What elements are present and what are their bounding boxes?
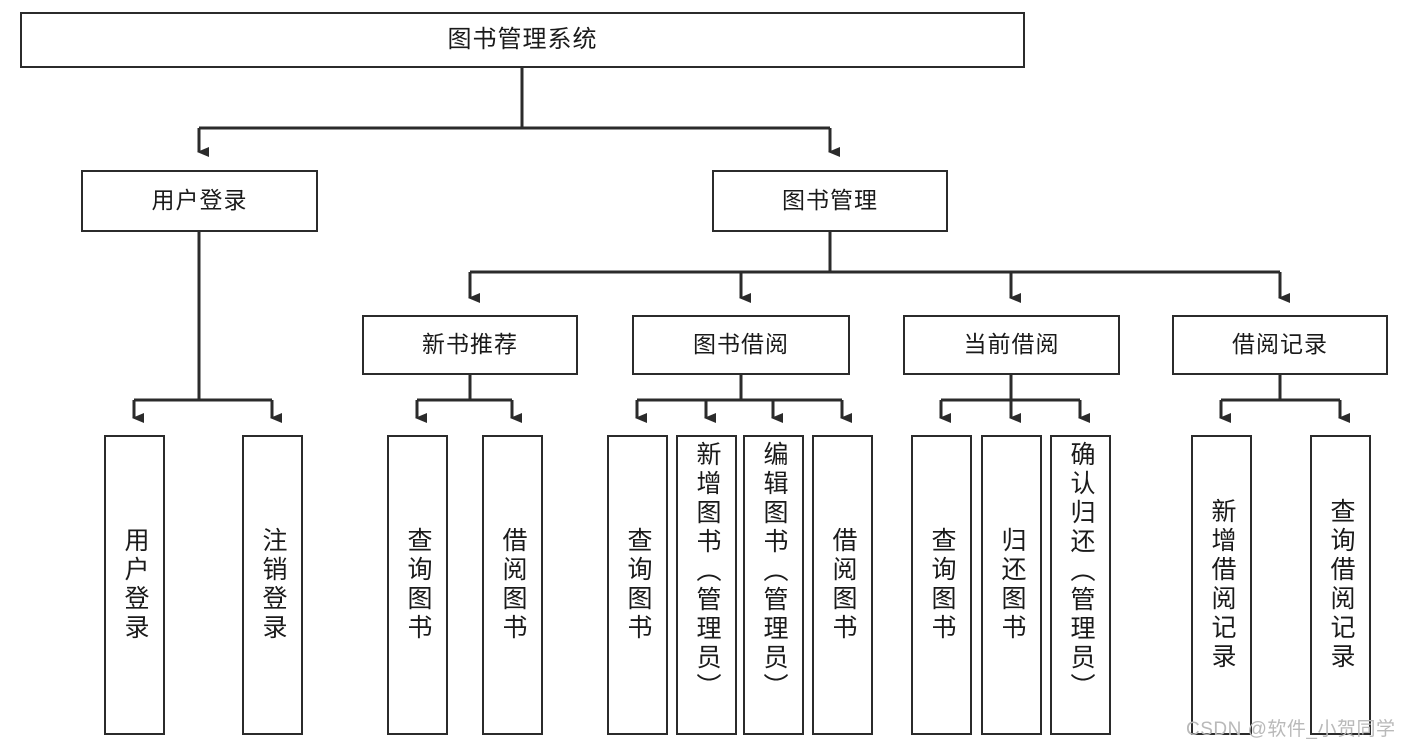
node-book-management[interactable]: 图书管理 (712, 170, 948, 232)
node-leaf-query-book-2[interactable]: 查询图书 (607, 435, 668, 735)
node-leaf-add-record[interactable]: 新增借阅记录 (1191, 435, 1252, 735)
node-label: 新增图书（管理员） (693, 441, 721, 702)
node-label: 确认归还（管理员） (1067, 441, 1095, 702)
node-borrow-record[interactable]: 借阅记录 (1172, 315, 1388, 375)
node-current-borrow[interactable]: 当前借阅 (903, 315, 1120, 375)
node-label: 借阅图书 (499, 527, 527, 643)
node-label: 图书借阅 (693, 331, 789, 358)
node-label: 查询借阅记录 (1327, 498, 1355, 672)
node-leaf-borrow-book-2[interactable]: 借阅图书 (812, 435, 873, 735)
node-leaf-user-logout[interactable]: 注销登录 (242, 435, 303, 735)
node-label: 查询图书 (404, 527, 432, 643)
node-book-borrow[interactable]: 图书借阅 (632, 315, 850, 375)
node-label: 编辑图书（管理员） (760, 441, 788, 702)
node-label: 图书管理 (782, 187, 878, 214)
node-label: 归还图书 (998, 527, 1026, 643)
node-leaf-user-login[interactable]: 用户登录 (104, 435, 165, 735)
node-label: 查询图书 (624, 527, 652, 643)
node-root-book-management-system[interactable]: 图书管理系统 (20, 12, 1025, 68)
node-label: 借阅图书 (829, 527, 857, 643)
node-leaf-query-book-1[interactable]: 查询图书 (387, 435, 448, 735)
watermark-text: CSDN @软件_小贺同学 (1186, 719, 1396, 740)
node-label: 注销登录 (259, 527, 287, 643)
node-leaf-return-book[interactable]: 归还图书 (981, 435, 1042, 735)
node-leaf-confirm-return[interactable]: 确认归还（管理员） (1050, 435, 1111, 735)
node-user-login[interactable]: 用户登录 (81, 170, 318, 232)
node-label: 查询图书 (928, 527, 956, 643)
node-leaf-query-record[interactable]: 查询借阅记录 (1310, 435, 1371, 735)
node-label: 图书管理系统 (447, 25, 598, 53)
node-label: 当前借阅 (963, 331, 1060, 358)
node-leaf-edit-book[interactable]: 编辑图书（管理员） (743, 435, 804, 735)
node-leaf-add-book[interactable]: 新增图书（管理员） (676, 435, 737, 735)
node-label: 借阅记录 (1232, 331, 1328, 358)
node-label: 用户登录 (121, 527, 149, 643)
node-label: 新书推荐 (422, 331, 518, 358)
node-label: 新增借阅记录 (1208, 498, 1236, 672)
node-leaf-borrow-book-1[interactable]: 借阅图书 (482, 435, 543, 735)
node-leaf-query-book-3[interactable]: 查询图书 (911, 435, 972, 735)
node-label: 用户登录 (151, 187, 248, 214)
node-new-book-recommend[interactable]: 新书推荐 (362, 315, 578, 375)
